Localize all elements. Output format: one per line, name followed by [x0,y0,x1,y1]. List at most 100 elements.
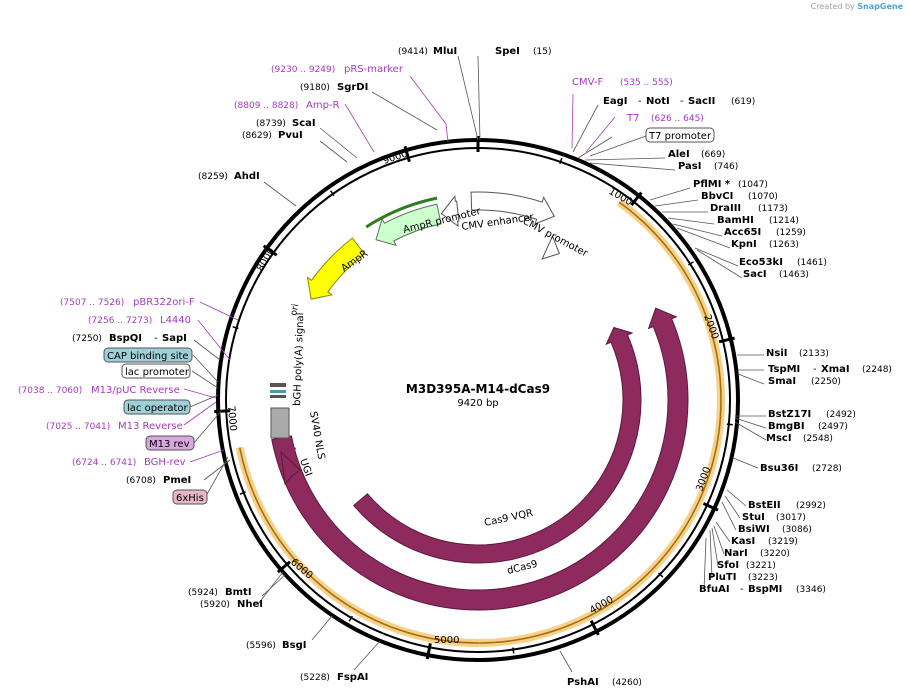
enzyme-pshai[interactable]: PshAI [567,677,599,688]
enzyme-acc65i[interactable]: Acc65I [724,227,761,238]
feature-ori[interactable] [306,237,366,300]
primer-t7[interactable]: T7 [626,113,639,124]
feature-bgh-polya[interactable] [270,407,290,439]
feature-cmv-enhancer[interactable] [470,191,556,225]
enzyme-tspmi[interactable]: TspMI [768,364,800,375]
enzyme-bsu36i[interactable]: Bsu36I [760,463,798,474]
primer-t7-range: (626 .. 645) [651,114,704,124]
primer-amp-r[interactable]: Amp-R [306,100,340,111]
enzyme-scai[interactable]: ScaI [292,118,316,129]
major-tick [589,620,600,636]
enzyme-sacii[interactable]: SacII [688,96,715,107]
primer-cmv-f[interactable]: CMV-F [572,77,603,88]
enzyme-sgrdi[interactable]: SgrDI [337,82,368,93]
box-m13-rev-label: M13 rev [149,439,190,450]
enzyme-smai[interactable]: SmaI [768,376,796,387]
enzyme-saci[interactable]: SacI [743,269,767,280]
box-6xhis-label: 6xHis [176,493,204,504]
enzyme-kasi[interactable]: KasI [731,536,755,547]
svg-text:-: - [154,333,158,344]
label-bgh-polya: bGH poly(A) signal [292,312,306,406]
tick-label-2000: 2000 [701,313,720,341]
orf-arc-right-line [479,201,722,644]
minor-tick [348,615,353,622]
major-tick [630,191,643,207]
minor-tick [512,647,515,654]
box-t7-promoter-label: T7 promoter [648,131,712,142]
enzyme-bmti[interactable]: BmtI [225,587,252,598]
enzyme-ahdi[interactable]: AhdI [234,171,260,182]
enzyme-bsgi[interactable]: BsgI [282,640,306,651]
box-lac-promoter[interactable] [121,363,191,379]
enzyme-pasi-pos: (746) [714,162,738,172]
enzyme-bspqi[interactable]: BspQI [109,333,142,344]
enzyme-sapi[interactable]: SapI [162,333,187,344]
box-cap-binding-site[interactable] [103,347,193,363]
feature-ugi[interactable] [280,450,301,486]
primer-m13-puc-reverse-range: (7038 .. 7060) [18,386,82,396]
enzyme-draiii[interactable]: DraIII [710,203,741,214]
enzyme-bsteii[interactable]: BstEII [748,500,781,511]
enzyme-pluti[interactable]: PluTI [708,572,736,583]
minor-tick [232,326,239,330]
enzyme-bspmi[interactable]: BspMI [748,584,782,595]
enzyme-ahdi-pos: (8259) [198,172,228,182]
box-lac-promoter-label: lac promoter [125,367,190,378]
enzyme-nsii[interactable]: NsiI [766,348,787,359]
enzyme-nhei-pos: (5920) [200,600,230,610]
enzyme-bfuai[interactable]: BfuAI [699,584,730,595]
feature-cmv-promoter[interactable] [541,234,560,260]
enzyme-spei[interactable]: SpeI [495,46,520,57]
enzyme-alei[interactable]: AleI [668,149,690,160]
enzyme-nhei[interactable]: NheI [237,599,263,610]
box-6xhis[interactable] [172,489,208,505]
enzyme-eco53ki[interactable]: Eco53kI [739,257,783,268]
label-ori: ori [289,303,301,317]
enzyme-xmai[interactable]: XmaI [821,364,850,375]
enzyme-alei-pos: (669) [701,150,725,160]
enzyme-bstz17i[interactable]: BstZ17I [768,409,811,420]
enzyme-bsteii-pos: (2992) [796,501,826,511]
enzyme-stui[interactable]: StuI [742,512,765,523]
enzyme-msci-pos: (2548) [803,434,833,444]
enzyme-msci[interactable]: MscI [766,433,792,444]
enzyme-labels: (9414) MluI SpeI (15) EagI - NotI - SacI… [72,46,892,688]
enzyme-bmgbi[interactable]: BmgBI [768,421,805,432]
primer-pbr322ori-f[interactable]: pBR322ori-F [133,297,195,308]
enzyme-bsiwi[interactable]: BsiWI [738,524,770,535]
tick-label-7000: 7000 [225,405,238,431]
enzyme-pvui[interactable]: PvuI [278,130,303,141]
primer-prs-marker[interactable]: pRS-marker [344,64,404,75]
enzyme-sfoi[interactable]: SfoI [717,560,739,571]
box-t7-promoter[interactable] [645,127,715,143]
feature-cas9-vqr[interactable] [353,326,642,564]
box-lac-operator[interactable] [123,399,191,415]
snapgene-credit: Created by SnapGene [810,2,903,11]
primer-m13-reverse[interactable]: M13 Reverse [118,421,183,432]
enzyme-nsii-pos: (2133) [799,349,829,359]
primer-bgh-rev[interactable]: BGH-rev [144,457,186,468]
enzyme-pluti-pos: (3223) [748,573,778,583]
feature-ampr-promoter[interactable] [440,195,460,228]
enzyme-bamhi[interactable]: BamHI [717,215,754,226]
enzyme-eagi[interactable]: EagI [603,96,627,107]
enzyme-mlui[interactable]: MluI [433,46,457,57]
feature-ampr[interactable] [375,203,442,247]
enzyme-kpni[interactable]: KpnI [731,239,757,250]
primer-m13-puc-reverse[interactable]: M13/pUC Reverse [91,385,180,396]
enzyme-nari[interactable]: NarI [724,548,748,559]
enzyme-kasi-pos: (3219) [768,537,798,547]
feature-sv40-nls[interactable] [280,440,296,456]
enzyme-pflmi[interactable]: PflMI * [693,179,731,190]
feature-dcas9[interactable] [271,307,689,611]
enzyme-noti[interactable]: NotI [646,96,670,107]
primer-l4440[interactable]: L4440 [160,315,191,326]
svg-text:-: - [813,364,817,375]
major-tick [702,502,719,512]
box-m13-rev[interactable] [145,435,195,451]
enzyme-pmei[interactable]: PmeI [163,475,191,486]
feature-lac-promoter-mark [270,395,286,398]
enzyme-fspai[interactable]: FspAI [337,672,368,683]
enzyme-bbvci[interactable]: BbvCI [701,191,733,202]
enzyme-pasi[interactable]: PasI [678,161,701,172]
